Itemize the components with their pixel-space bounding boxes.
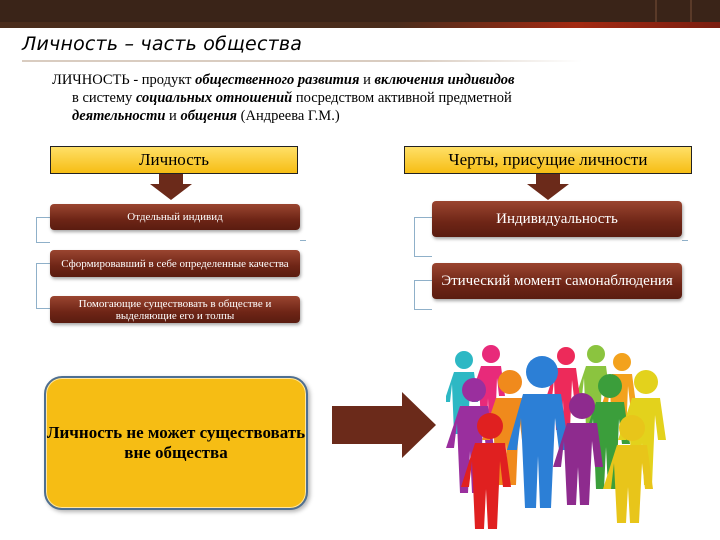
down-arrow-icon	[150, 174, 192, 200]
left-item: Отдельный индивид	[50, 204, 300, 230]
def-emphasis: общественного развития	[195, 72, 360, 88]
top-bar-divider	[655, 0, 657, 22]
title-underline	[22, 60, 582, 62]
top-bar	[0, 0, 720, 22]
connector-line	[682, 240, 688, 241]
left-item: Помогающие существовать в обществе и выд…	[50, 296, 300, 323]
def-emphasis: общения	[180, 108, 238, 124]
right-item: Индивидуальность	[432, 201, 682, 237]
right-bracket	[414, 280, 432, 310]
right-bracket	[414, 217, 432, 257]
person-figure	[546, 347, 580, 430]
definition-line-3: деятельности и общения (Андреева Г.М.)	[52, 107, 712, 125]
def-text: посредством активной предметной	[292, 90, 512, 106]
def-emphasis: включения индивидов	[374, 72, 515, 88]
def-emphasis: социальных отношений	[135, 90, 293, 106]
conclusion-box: Личность не может существовать вне общес…	[44, 376, 308, 510]
connector-line	[300, 240, 306, 241]
left-header: Личность	[50, 146, 298, 174]
top-bar-divider	[690, 0, 692, 22]
person-figure	[507, 356, 569, 508]
left-bracket	[36, 217, 50, 243]
top-accent-stripe	[0, 22, 720, 28]
person-figure	[603, 415, 653, 523]
person-figure	[461, 413, 511, 529]
right-header: Черты, присущие личности	[404, 146, 692, 174]
right-arrow-icon	[332, 392, 436, 458]
def-text: и	[359, 72, 375, 88]
down-arrow-icon	[527, 174, 569, 200]
def-term: ЛИЧНОСТЬ	[52, 72, 130, 88]
people-crowd-illustration	[446, 345, 666, 529]
def-emphasis: деятельности	[72, 108, 166, 124]
def-text: (Андреева Г.М.)	[237, 108, 340, 124]
definition-text: ЛИЧНОСТЬ - продукт общественного развити…	[52, 71, 712, 125]
definition-line-1: ЛИЧНОСТЬ - продукт общественного развити…	[52, 72, 515, 88]
person-figure	[446, 351, 478, 434]
right-item: Этический момент самонаблюдения	[432, 263, 682, 299]
left-item: Сформировавший в себе определенные качес…	[50, 250, 300, 277]
def-text: в систему	[72, 90, 136, 106]
def-text: и	[165, 108, 181, 124]
def-text: - продукт	[129, 72, 196, 88]
person-figure	[553, 393, 603, 505]
definition-line-2: в систему социальных отношений посредств…	[52, 89, 712, 107]
slide-title: Личность – часть общества	[22, 33, 303, 55]
left-bracket	[36, 263, 50, 309]
